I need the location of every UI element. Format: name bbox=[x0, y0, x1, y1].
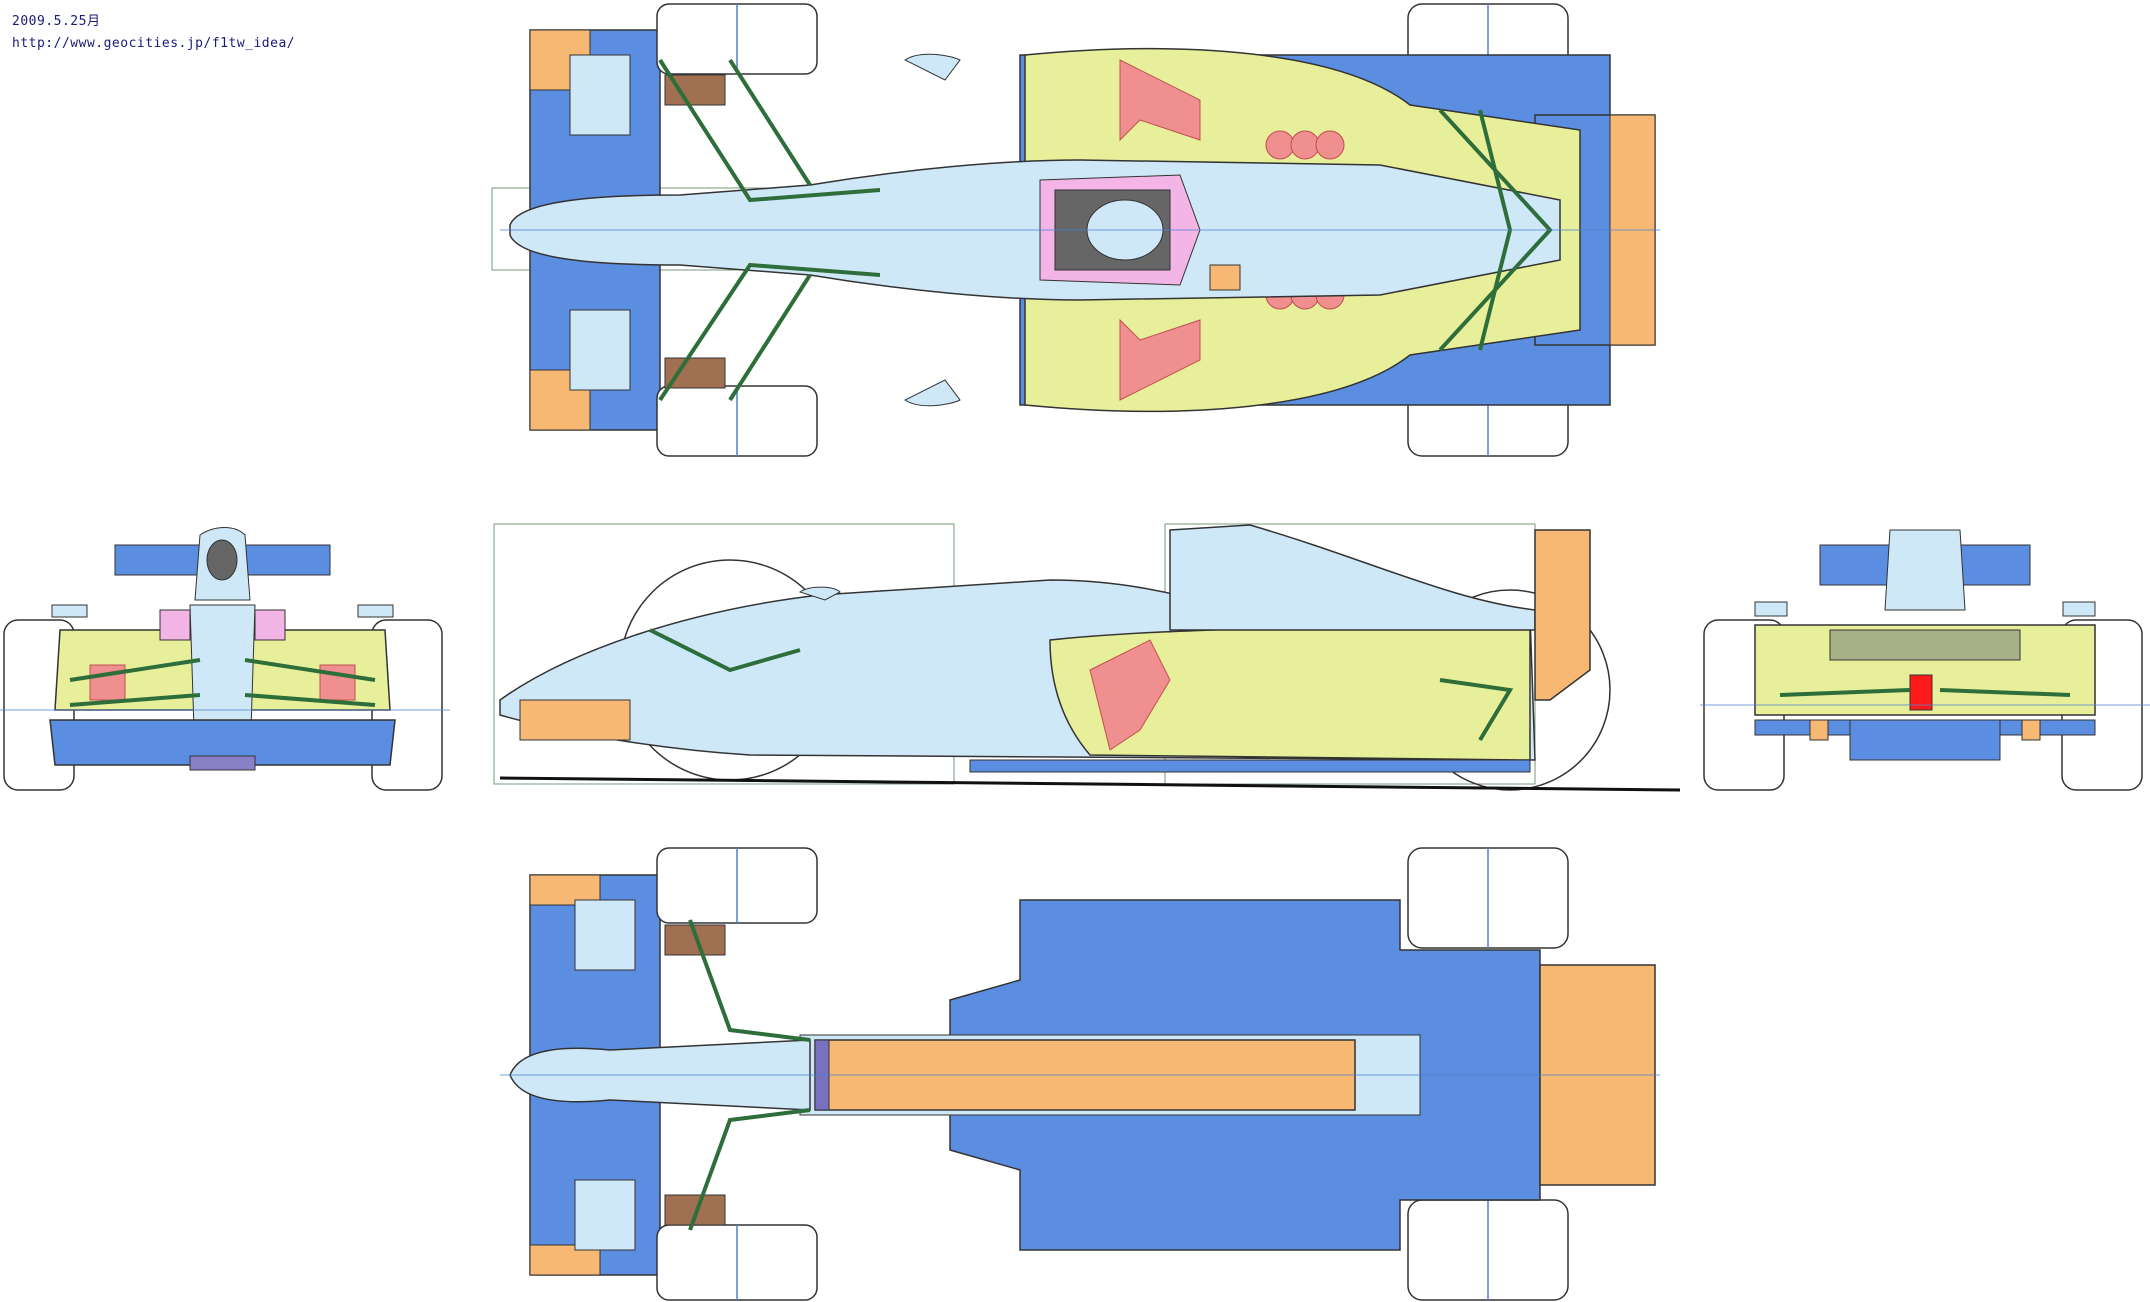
front-tyres bbox=[656, 3, 818, 457]
side-radiator bbox=[1089, 639, 1171, 751]
front-view bbox=[0, 520, 450, 800]
bottom-tyres bbox=[656, 847, 1569, 1301]
front-suspension bbox=[658, 58, 881, 402]
engine-cover bbox=[1169, 524, 1536, 631]
mirror bbox=[904, 379, 961, 407]
radiator bbox=[1119, 318, 1201, 401]
diffuser-fences bbox=[1809, 719, 2041, 741]
mirror bbox=[2062, 601, 2096, 617]
front-view-suspension bbox=[69, 658, 376, 707]
mirror bbox=[904, 53, 961, 81]
rear-view-drawing bbox=[1700, 529, 2150, 791]
radiator-inlet bbox=[89, 664, 126, 701]
bottom-view-drawing bbox=[500, 847, 1660, 1301]
side-view bbox=[490, 520, 1690, 800]
mirror bbox=[357, 604, 394, 618]
brake-duct bbox=[664, 357, 726, 389]
side-rear-wing bbox=[1534, 529, 1591, 701]
side-floor bbox=[969, 759, 1531, 773]
front-wing bbox=[49, 719, 396, 766]
gearbox bbox=[1829, 629, 2021, 661]
side-suspension bbox=[649, 628, 1514, 742]
airbox bbox=[1209, 264, 1241, 291]
side-front-wing bbox=[519, 699, 631, 741]
front-wing-center bbox=[189, 755, 256, 771]
bottom-view bbox=[480, 840, 1660, 1302]
date-caption: 2009.5.25月 bbox=[12, 14, 101, 29]
engine-cover-rear bbox=[1884, 529, 1966, 611]
cockpit-side bbox=[159, 609, 191, 641]
mirror bbox=[798, 586, 841, 601]
radiator-inlet bbox=[319, 664, 356, 701]
cockpit-side bbox=[254, 609, 286, 641]
mirror bbox=[1754, 601, 1788, 617]
top-view bbox=[480, 0, 1660, 465]
airbox-intake bbox=[206, 539, 238, 581]
rain-light bbox=[1909, 674, 1933, 711]
mirror bbox=[51, 604, 88, 618]
front-view-drawing bbox=[0, 527, 450, 791]
radiator bbox=[1119, 59, 1201, 142]
url-caption: http://www.geocities.jp/f1tw_idea/ bbox=[12, 36, 296, 51]
rear-view bbox=[1700, 520, 2150, 800]
diffuser-center bbox=[1849, 719, 2001, 761]
side-view-drawing bbox=[493, 523, 1681, 792]
top-view-drawing bbox=[491, 3, 1660, 457]
rear-view-suspension bbox=[1779, 688, 2071, 697]
ground-line bbox=[499, 776, 1681, 792]
bottom-suspension bbox=[688, 919, 811, 1231]
